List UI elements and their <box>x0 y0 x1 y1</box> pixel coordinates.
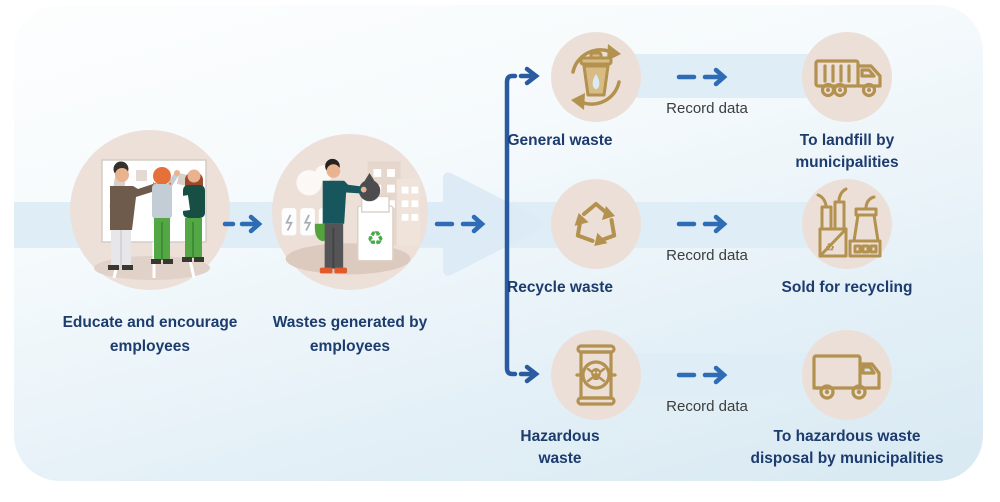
record-data-label: Record data <box>666 247 748 264</box>
recycle-symbol-icon <box>574 202 617 246</box>
branch-label: Hazardous waste <box>520 428 600 467</box>
infographic-card: ♻ <box>14 5 983 481</box>
hazardous-drum-icon <box>575 344 617 406</box>
record-dashed-arrow-icon <box>676 365 728 385</box>
recycling-buyer-badge: ♻ <box>802 179 892 269</box>
hazardous-waste-badge <box>551 330 641 420</box>
general-waste-bin-cycle-icon <box>571 44 621 110</box>
record-data-label: Record data <box>666 398 748 415</box>
dest-label: Sold for recycling <box>781 279 913 296</box>
recycling-factory-icon: ♻ <box>816 187 882 258</box>
branch-label: Recycle waste <box>507 279 613 296</box>
hazardous-disposal-badge <box>802 330 892 420</box>
stage-label-educate: Educate and encourage employees <box>62 314 238 355</box>
record-dashed-arrow-icon <box>676 214 728 234</box>
dest-label: To landfill by municipalities <box>795 132 899 171</box>
record-dashed-arrow-icon <box>676 67 728 87</box>
dump-truck-icon <box>814 59 882 98</box>
branch-label: General waste <box>507 132 613 149</box>
stage-dashed-arrow-icon <box>222 214 263 234</box>
svg-text:♻: ♻ <box>367 227 384 250</box>
landfill-badge <box>802 32 892 122</box>
box-truck-icon <box>812 354 881 400</box>
recycle-waste-badge <box>551 179 641 269</box>
record-data-label: Record data <box>666 100 748 117</box>
svg-text:♻: ♻ <box>825 241 835 254</box>
educate-illustration <box>70 130 230 290</box>
dest-label: To hazardous waste disposal by municipal… <box>750 428 944 467</box>
flow-dashed-arrow-icon <box>434 214 486 234</box>
general-waste-badge <box>551 32 641 122</box>
waste-generation-illustration: ♻ <box>272 134 428 290</box>
stage-label-generated: Wastes generated by employees <box>272 314 428 355</box>
